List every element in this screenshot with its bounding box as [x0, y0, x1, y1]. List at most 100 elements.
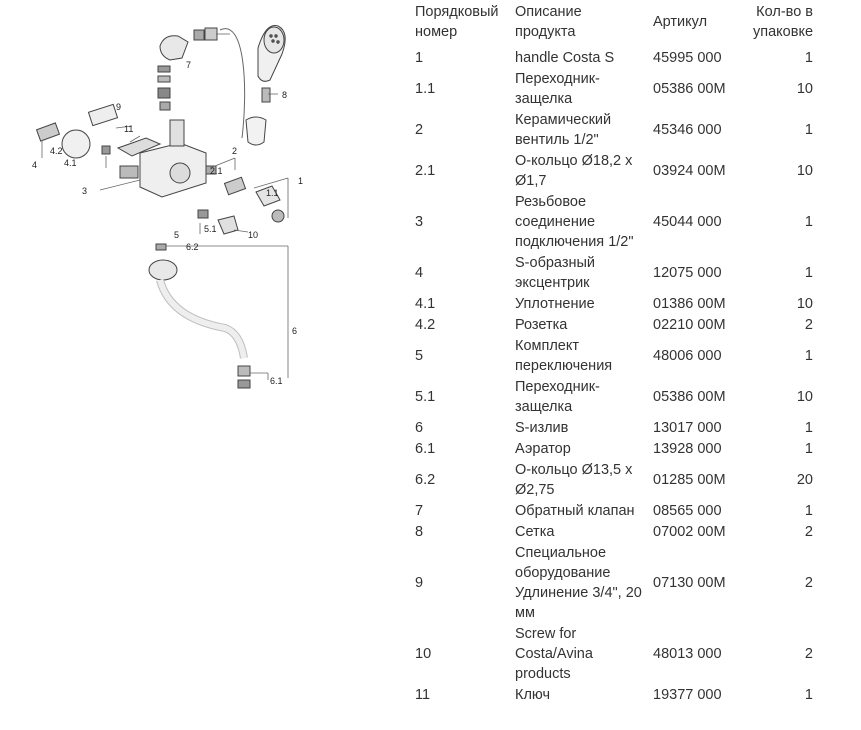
- callout-label: 5: [174, 230, 179, 240]
- cell-sku: 45044 000: [653, 214, 722, 230]
- cell-sku: 12075 000: [653, 265, 722, 281]
- diagram-svg: 1 1.1 2 2.1 3 4 4.1 4.2 5 5.1 6 6.1 6.2 …: [32, 24, 303, 389]
- callout-label: 4: [32, 160, 37, 170]
- cell-description: Резьбовое соединение подключения 1/2": [515, 194, 634, 250]
- cell-sku: 03924 00M: [653, 163, 726, 179]
- cell-number: 8: [415, 524, 424, 540]
- cell-description: O-кольцо Ø18,2 x Ø1,7: [515, 153, 633, 189]
- cell-description: Розетка: [515, 317, 568, 333]
- cell-quantity: 10: [796, 296, 813, 312]
- parts-table: Порядковый номер Описание продукта Артик…: [409, 2, 813, 706]
- cell-sku: 05386 00M: [653, 81, 726, 97]
- cell-number: 3: [415, 214, 424, 230]
- cell-quantity: 1: [804, 503, 813, 519]
- cell-sku: 08565 000: [653, 503, 722, 519]
- callout-label: 1.1: [266, 188, 279, 198]
- col-header-quantity: Кол-во в упаковке: [753, 4, 814, 40]
- wall-holder: [245, 116, 267, 146]
- cell-number: 2: [415, 122, 424, 138]
- table-row: 9 Специальное оборудование Удлинение 3/4"…: [409, 543, 813, 624]
- aerator-part: [237, 365, 251, 377]
- cell-sku: 48013 000: [653, 646, 722, 662]
- cell-number: 1: [415, 50, 424, 66]
- callout-label: 2.1: [210, 166, 223, 176]
- cell-sku: 05386 00M: [653, 389, 726, 405]
- callout-label: 7: [186, 60, 191, 70]
- callout-label: 8: [282, 90, 287, 100]
- cell-sku: 45995 000: [653, 50, 722, 66]
- cell-description: S-излив: [515, 420, 569, 436]
- elbow-connector: [159, 27, 218, 61]
- table-row: 8 Сетка 07002 00M 2: [409, 522, 813, 543]
- table-row: 2 Керамический вентиль 1/2" 45346 000 1: [409, 110, 813, 151]
- cell-number: 6.2: [415, 472, 436, 488]
- cell-sku: 07130 00M: [653, 575, 726, 591]
- cell-description: Уплотнение: [515, 296, 595, 312]
- shower-hose: [219, 28, 246, 139]
- table-row: 10 Screw for Costa/Avina products 48013 00…: [409, 624, 813, 685]
- cell-number: 9: [415, 575, 424, 591]
- cell-description: Переходник-защелка: [515, 71, 600, 107]
- callout-label: 1: [298, 176, 303, 186]
- cell-number: 10: [415, 646, 432, 662]
- col-header-description: Описание продукта: [515, 4, 582, 40]
- cell-description: Screw for Costa/Avina products: [515, 626, 593, 682]
- callout-label: 2: [232, 146, 237, 156]
- table-row: 7 Обратный клапан 08565 000 1: [409, 501, 813, 522]
- valve-parts-right: [205, 165, 285, 223]
- cell-number: 4.2: [415, 317, 436, 333]
- callout-label: 4.1: [64, 158, 77, 168]
- hand-shower: [257, 24, 286, 82]
- callout-label: 10: [248, 230, 258, 240]
- cell-quantity: 2: [804, 317, 813, 333]
- filter-part: [261, 87, 271, 103]
- cell-sku: 01285 00M: [653, 472, 726, 488]
- table-row: 3 Резьбовое соединение подключения 1/2" 45…: [409, 192, 813, 253]
- exploded-parts-diagram: 1 1.1 2 2.1 3 4 4.1 4.2 5 5.1 6 6.1 6.2 …: [20, 8, 410, 408]
- callout-label: 5.1: [204, 224, 217, 234]
- cell-quantity: 2: [804, 524, 813, 540]
- cell-sku: 01386 00M: [653, 296, 726, 312]
- cell-description: O-кольцо Ø13,5 x Ø2,75: [515, 462, 633, 498]
- cell-description: Специальное оборудование Удлинение 3/4",…: [515, 545, 642, 621]
- table-header-row: Порядковый номер Описание продукта Артик…: [409, 2, 813, 48]
- cell-quantity: 20: [796, 472, 813, 488]
- callout-label: 4.2: [50, 146, 63, 156]
- cell-quantity: 10: [796, 389, 813, 405]
- cell-number: 5: [415, 348, 424, 364]
- cell-quantity: 10: [796, 163, 813, 179]
- cell-number: 1.1: [415, 81, 436, 97]
- cell-number: 6: [415, 420, 424, 436]
- cell-quantity: 1: [804, 420, 813, 436]
- cell-number: 4: [415, 265, 424, 281]
- cell-quantity: 1: [804, 50, 813, 66]
- callout-label: 6.2: [186, 242, 199, 252]
- cell-number: 6.1: [415, 441, 436, 457]
- callout-label: 11: [124, 124, 133, 134]
- cell-quantity: 1: [804, 122, 813, 138]
- cell-sku: 45346 000: [653, 122, 722, 138]
- cell-description: Сетка: [515, 524, 555, 540]
- cell-quantity: 2: [804, 575, 813, 591]
- cell-quantity: 1: [804, 265, 813, 281]
- cell-description: Обратный клапан: [515, 503, 635, 519]
- cell-sku: 13928 000: [653, 441, 722, 457]
- cell-quantity: 1: [804, 687, 813, 703]
- table-row: 6.2 O-кольцо Ø13,5 x Ø2,75 01285 00M 20: [409, 460, 813, 501]
- eccentric-parts-left: [35, 122, 139, 179]
- cell-description: Керамический вентиль 1/2": [515, 112, 612, 148]
- cell-sku: 07002 00M: [653, 524, 726, 540]
- callout-label: 3: [82, 186, 87, 196]
- cell-number: 7: [415, 503, 424, 519]
